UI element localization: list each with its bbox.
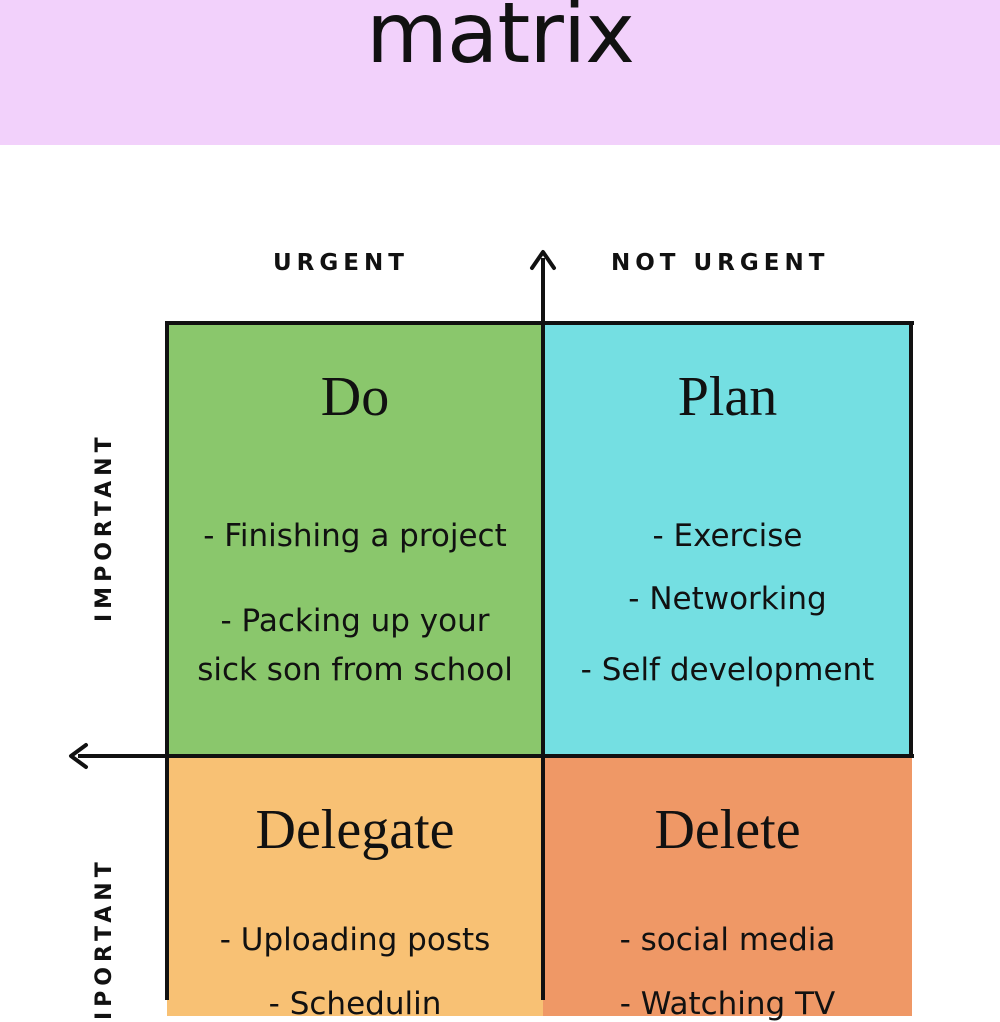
axis-arrows <box>69 250 556 769</box>
quadrant-delete-title: Delete <box>654 799 801 861</box>
not-urgent-label: NOT URGENT <box>611 250 830 276</box>
quadrant-plan: Plan - Exercise - Networking - Self deve… <box>543 323 912 756</box>
urgent-label: URGENT <box>273 250 409 276</box>
horizontal-axis-line <box>78 754 914 758</box>
quadrant-do-title: Do <box>320 366 390 428</box>
grid-right-line <box>909 321 913 757</box>
list-item: - Finishing a project <box>203 518 507 554</box>
list-item: - social media <box>619 922 836 958</box>
list-item: - Packing up your <box>220 603 490 639</box>
list-item: - Uploading posts <box>219 922 491 958</box>
quadrant-delegate: Delegate - Uploading posts - Schedulin <box>167 756 543 1022</box>
list-item: - Self development <box>580 652 875 688</box>
left-arrow-icon <box>69 743 88 769</box>
quadrant-delete: Delete - social media - Watching TV <box>543 756 912 1022</box>
list-item: - Networking <box>628 581 827 617</box>
quadrant-delegate-title: Delegate <box>255 799 455 861</box>
list-item: - Exercise <box>652 518 803 554</box>
grid-top-line <box>165 321 914 325</box>
vertical-axis-line <box>541 258 545 1000</box>
header-banner: matrix <box>0 0 1000 145</box>
list-item: sick son from school <box>197 652 513 688</box>
quadrant-do: Do - Finishing a project - Packing up yo… <box>167 323 543 756</box>
page-title: matrix <box>366 0 635 82</box>
grid-left-line <box>165 321 169 1000</box>
up-arrow-icon <box>530 250 556 270</box>
quadrant-plan-title: Plan <box>677 366 778 428</box>
